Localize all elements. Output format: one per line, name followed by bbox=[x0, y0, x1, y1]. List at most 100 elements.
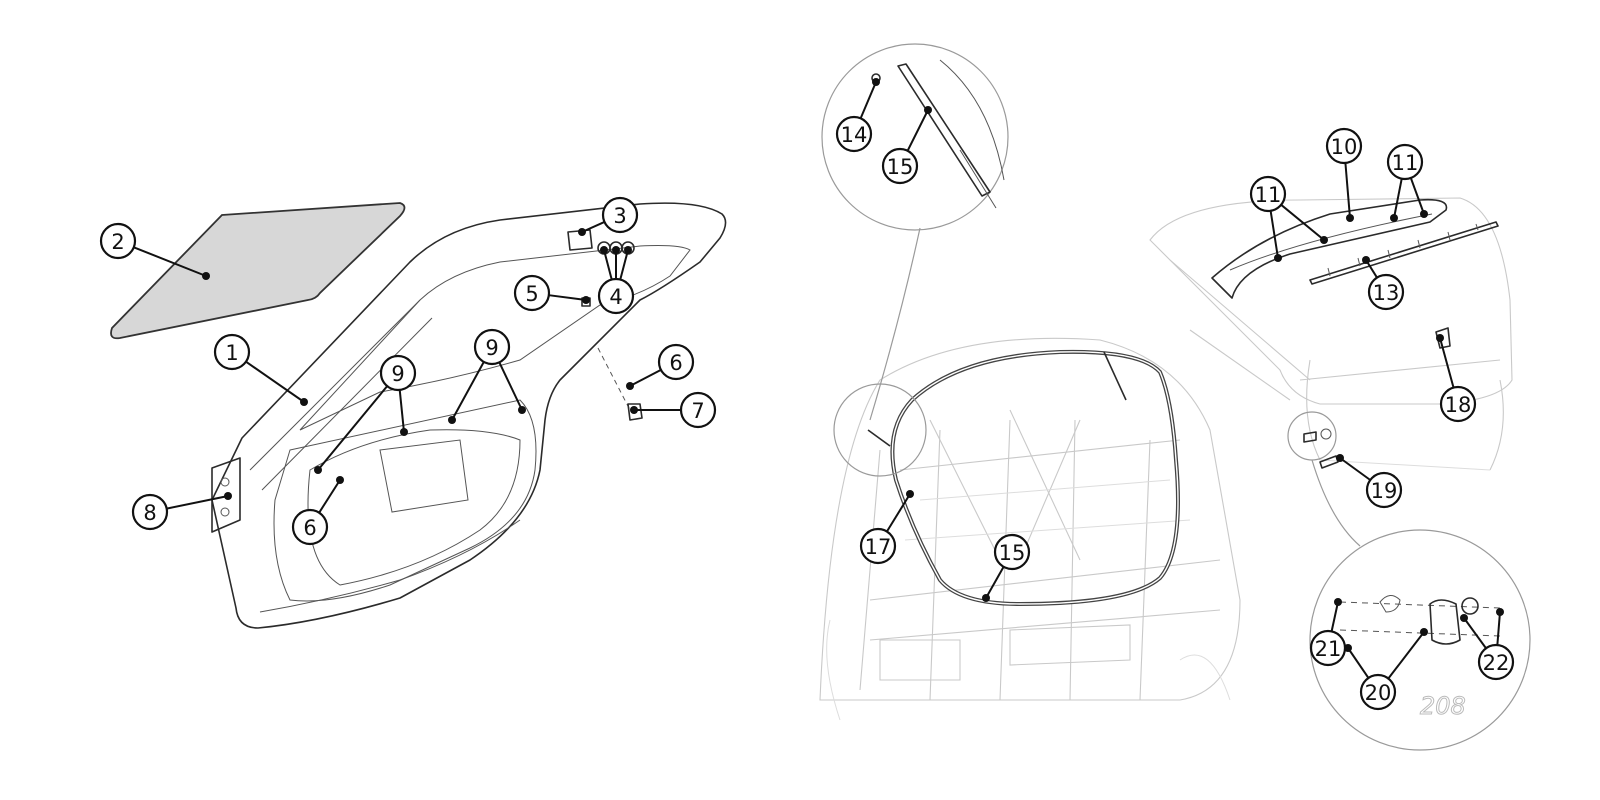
callout-circle bbox=[213, 333, 251, 371]
leader-line-2 bbox=[133, 246, 207, 277]
callout-1: 1 bbox=[213, 333, 251, 371]
leader-dot-20 bbox=[1344, 644, 1352, 652]
callout-circle bbox=[1309, 629, 1347, 667]
callout-circle bbox=[1477, 643, 1515, 681]
tailgate-licence-recess bbox=[379, 439, 469, 513]
gas-strut-installed bbox=[1103, 351, 1127, 401]
lock-ring bbox=[1461, 597, 1479, 615]
leader-line-18 bbox=[1439, 337, 1455, 388]
leader-dot-11 bbox=[1320, 236, 1328, 244]
leader-line-9 bbox=[498, 361, 523, 411]
leader-dot-1 bbox=[300, 398, 308, 406]
leader-dot-6 bbox=[626, 382, 634, 390]
leader-line-1 bbox=[245, 360, 305, 403]
callout-circle bbox=[601, 196, 639, 234]
tailgate-trim-line bbox=[259, 519, 521, 613]
leader-dot-6 bbox=[336, 476, 344, 484]
gas-strut-detail bbox=[897, 63, 991, 197]
leader-line-22 bbox=[1463, 617, 1487, 649]
callout-number: 2 bbox=[111, 230, 124, 254]
leader-dot-9 bbox=[314, 466, 322, 474]
callout-circle bbox=[597, 277, 635, 315]
callout-21: 21 bbox=[1309, 629, 1347, 667]
callout-number: 1 bbox=[225, 341, 238, 365]
leader-line-6 bbox=[318, 479, 341, 514]
callout-6: 6 bbox=[657, 343, 695, 381]
leader-line-22 bbox=[1496, 611, 1501, 646]
rear-window-glass bbox=[110, 202, 406, 340]
callout-3: 3 bbox=[601, 196, 639, 234]
callout-number: 5 bbox=[525, 282, 538, 306]
tailgate-frame bbox=[211, 202, 727, 629]
leader-dot-11 bbox=[1274, 254, 1282, 262]
callout-19: 19 bbox=[1365, 471, 1403, 509]
leader-line-10 bbox=[1344, 162, 1351, 219]
callout-number: 11 bbox=[1392, 151, 1419, 175]
callout-7: 7 bbox=[679, 391, 717, 429]
leader-line-5 bbox=[548, 294, 587, 301]
callout-circle bbox=[1365, 471, 1403, 509]
leader-line-19 bbox=[1339, 457, 1371, 481]
leader-line-17 bbox=[886, 493, 911, 533]
leader-line-20 bbox=[1347, 647, 1370, 679]
model-badge: 208 bbox=[1420, 692, 1466, 720]
tailgate-window-opening bbox=[299, 245, 691, 431]
callout-number: 3 bbox=[613, 204, 626, 228]
leader-dot-4 bbox=[612, 246, 620, 254]
leader-line-21 bbox=[1330, 601, 1339, 632]
leader-line-4 bbox=[603, 249, 613, 280]
striker-part bbox=[627, 403, 643, 421]
clip-ring bbox=[1320, 428, 1332, 440]
callout-circle bbox=[1249, 175, 1287, 213]
leader-line-11 bbox=[1280, 204, 1325, 241]
bracket-bolt bbox=[220, 507, 230, 517]
side-bracket bbox=[211, 457, 241, 533]
leader-dot-3 bbox=[578, 228, 586, 236]
leader-dot-20 bbox=[1420, 628, 1428, 636]
leader-dot-5 bbox=[582, 296, 590, 304]
callout-number: 14 bbox=[841, 123, 868, 147]
callout-circle bbox=[859, 527, 897, 565]
callout-circle bbox=[99, 222, 137, 260]
callout-circle bbox=[131, 493, 169, 531]
callout-number: 7 bbox=[691, 399, 704, 423]
leader-dot-18 bbox=[1436, 334, 1444, 342]
leader-line-3 bbox=[581, 221, 605, 233]
callout-number: 21 bbox=[1315, 637, 1342, 661]
leader-dot-7 bbox=[630, 406, 638, 414]
callout-circle bbox=[835, 115, 873, 153]
callout-9: 9 bbox=[379, 354, 417, 392]
rear-emblem-clip bbox=[1435, 327, 1451, 349]
callout-number: 9 bbox=[391, 362, 404, 386]
leader-dot-4 bbox=[624, 246, 632, 254]
callout-10: 10 bbox=[1325, 127, 1363, 165]
callout-number: 17 bbox=[865, 535, 892, 559]
leader-dot-4 bbox=[600, 246, 608, 254]
leader-line-9 bbox=[451, 361, 485, 421]
callout-number: 20 bbox=[1365, 681, 1392, 705]
clip-part bbox=[1303, 431, 1317, 443]
leader-dot-22 bbox=[1460, 614, 1468, 622]
callout-22: 22 bbox=[1477, 643, 1515, 681]
callout-number: 6 bbox=[303, 516, 316, 540]
tailgate-trim-line-2 bbox=[249, 299, 433, 491]
leader-line-11 bbox=[1393, 178, 1403, 219]
callout-number: 15 bbox=[887, 155, 914, 179]
callout-number: 9 bbox=[485, 336, 498, 360]
leader-line-8 bbox=[166, 495, 229, 510]
callout-circle bbox=[657, 343, 695, 381]
callout-15: 15 bbox=[993, 533, 1031, 571]
spoiler-edge bbox=[1229, 213, 1433, 271]
leader-dot-2 bbox=[202, 272, 210, 280]
callout-11: 11 bbox=[1386, 143, 1424, 181]
callout-6: 6 bbox=[291, 508, 329, 546]
callout-5: 5 bbox=[513, 274, 551, 312]
callout-20: 20 bbox=[1359, 673, 1397, 711]
callout-17: 17 bbox=[859, 527, 897, 565]
leader-line-6 bbox=[629, 368, 662, 387]
roof-spoiler bbox=[1211, 198, 1448, 299]
leader-line-15 bbox=[906, 109, 929, 152]
leader-line-11 bbox=[1409, 177, 1425, 215]
